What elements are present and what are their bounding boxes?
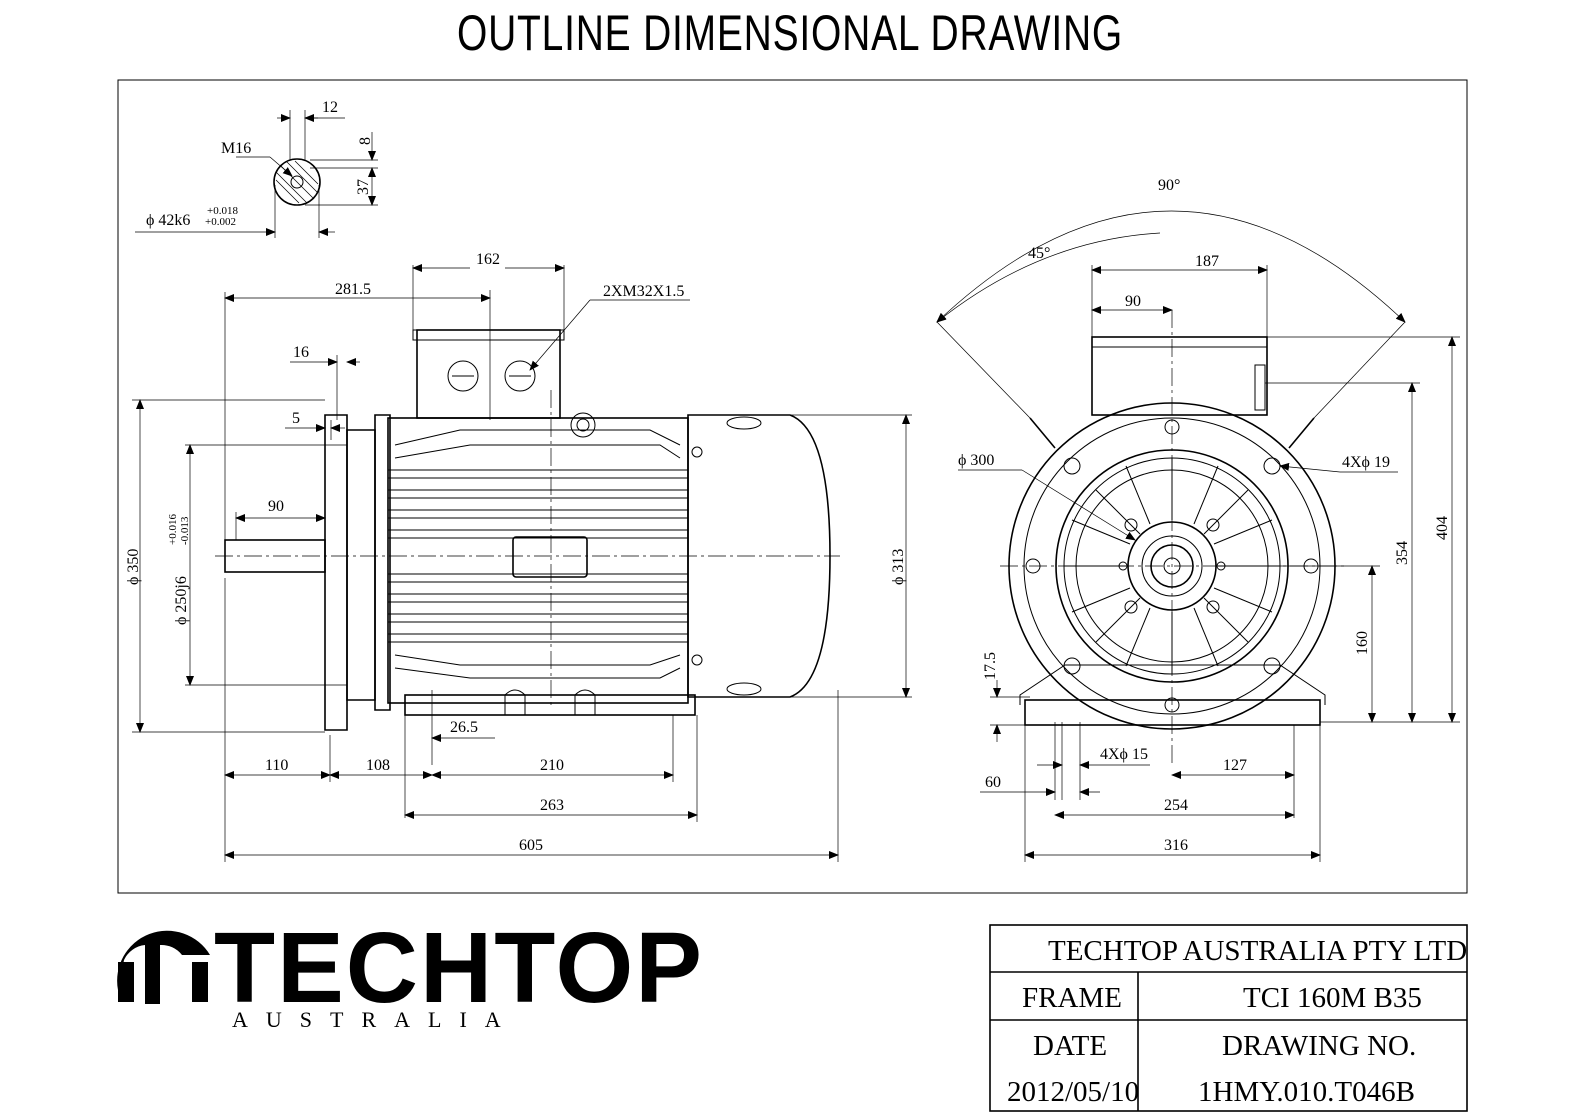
dim-254: 254: [1164, 797, 1188, 814]
end-shaft: [1150, 544, 1194, 588]
shaft-height-to-key: 37: [355, 179, 372, 195]
shaft-diameter: ϕ 42k6: [146, 212, 190, 229]
flange-thickness: 16: [293, 344, 309, 361]
motor-body: [387, 417, 689, 704]
cooling-fins: [388, 429, 688, 679]
lifting-eye: [570, 412, 596, 438]
shaft-key-width: 12: [322, 99, 338, 116]
shaft-tol-upper: +0.018: [207, 205, 238, 217]
tb-drawing-no-value: 1HMY.010.T046B: [1198, 1076, 1415, 1108]
flange: [324, 414, 348, 731]
tb-drawing-no-label: DRAWING NO.: [1222, 1030, 1416, 1062]
title-block: TECHTOP AUSTRALIA PTY LTD FRAME TCI 160M…: [989, 924, 1468, 1112]
techtop-logo: TECHTOP AUSTRALIA: [117, 912, 704, 1032]
end-box-width: 187: [1195, 253, 1219, 270]
height-354: 354: [1394, 541, 1411, 565]
spigot-length: 5: [292, 410, 300, 427]
spigot-tol-upper: +0.016: [167, 514, 179, 545]
dim-127: 127: [1223, 757, 1247, 774]
shaft-tol-lower: +0.002: [205, 216, 236, 228]
dim-110: 110: [265, 757, 288, 774]
angle-90: 90°: [1158, 177, 1180, 194]
spigot-tol-lower: -0.013: [179, 516, 191, 545]
feet: [1024, 699, 1321, 726]
tb-frame-label: FRAME: [1022, 982, 1122, 1014]
terminal-box: [416, 329, 561, 419]
shaft-length: 90: [268, 498, 284, 515]
flange-hole: [1263, 657, 1281, 675]
body-diameter: ϕ 313: [890, 549, 907, 585]
angle-45: 45°: [1028, 245, 1050, 262]
flange-hole: [1063, 657, 1081, 675]
tb-company: TECHTOP AUSTRALIA PTY LTD: [1048, 935, 1467, 967]
dim-316: 316: [1164, 837, 1188, 854]
cable-entries: 2XM32X1.5: [603, 283, 684, 300]
flange-diameter: ϕ 350: [125, 549, 142, 585]
motor-feet: [404, 694, 696, 716]
terminal-box-position: 281.5: [335, 281, 371, 298]
dim-263: 263: [540, 797, 564, 814]
shaft-detail: 12 8 37 M16 ϕ 42k6 +0.018 +0.002: [135, 99, 378, 238]
total-height: 404: [1434, 516, 1451, 540]
terminal-box-width: 162: [476, 251, 500, 268]
side-view: 162 281.5 2XM32X1.5 16 5 90 ϕ 350 ϕ 250j…: [125, 251, 912, 862]
flange-hole: [1063, 457, 1081, 475]
overall-length: 605: [519, 837, 543, 854]
foot-holes: 4Xϕ 15: [1100, 746, 1148, 763]
spigot-diameter: ϕ 250j6: [173, 576, 190, 625]
fan-cover: [687, 414, 831, 698]
logo-subtitle: AUSTRALIA: [232, 1007, 519, 1032]
drawing-border: [117, 79, 1468, 894]
pcd: ϕ 300: [958, 452, 994, 469]
shaft-thread: M16: [221, 140, 251, 157]
drawing-title: OUTLINE DIMENSIONAL DRAWING: [456, 5, 1124, 61]
logo-wordmark: TECHTOP: [214, 912, 704, 1024]
tb-date-value: 2012/05/10: [1007, 1076, 1139, 1108]
shaft-key-depth: 8: [357, 137, 374, 145]
flange-holes: 4Xϕ 19: [1342, 454, 1390, 471]
end-view: 90° 45° 187 90 ϕ 300 4Xϕ 19 404 354 160 …: [936, 177, 1460, 862]
dim-60: 60: [985, 774, 1001, 791]
nameplate: [512, 536, 588, 578]
dim-108: 108: [366, 757, 390, 774]
flange-hole: [1263, 457, 1281, 475]
dim-210: 210: [540, 757, 564, 774]
foot-offset: 26.5: [450, 719, 478, 736]
foot-thickness: 17.5: [982, 652, 999, 680]
end-box-offset: 90: [1125, 293, 1141, 310]
shaft-height: 160: [1354, 631, 1371, 655]
tb-date-label: DATE: [1033, 1030, 1107, 1062]
tb-frame-value: TCI 160M B35: [1243, 982, 1422, 1014]
logo-emblem-icon: [117, 930, 210, 1004]
